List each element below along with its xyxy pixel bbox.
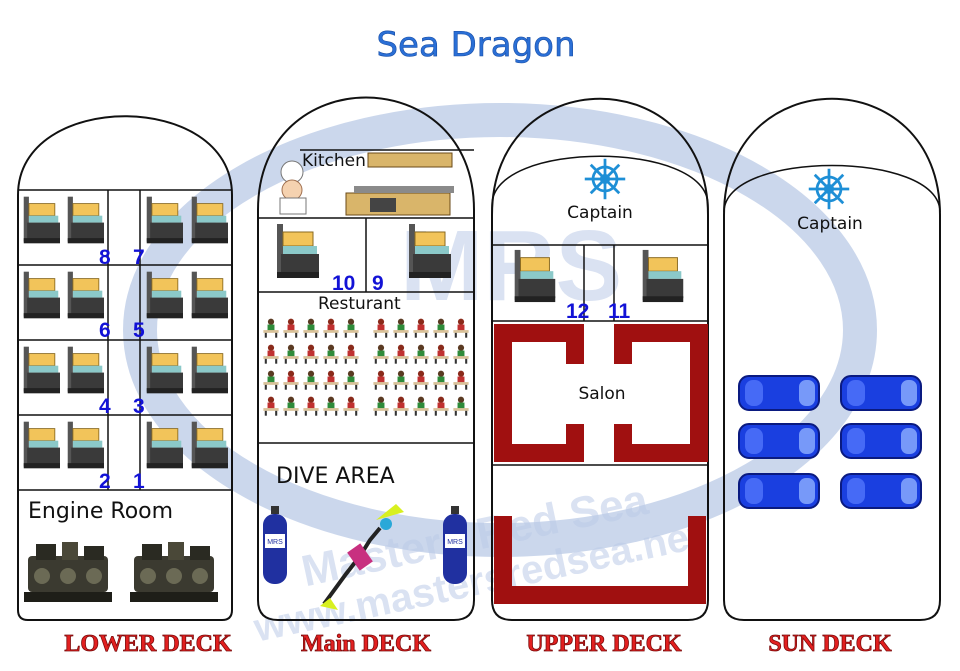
bed-icon: [276, 223, 320, 279]
diner-icon: [393, 344, 409, 364]
sunbed-icon: [839, 374, 923, 412]
diner-icon: [263, 370, 279, 390]
diner-icon: [373, 344, 389, 364]
kitchen-label: Kitchen: [302, 151, 366, 171]
diner-icon: [263, 318, 279, 338]
cabin-number-12: 12: [566, 300, 589, 323]
deck-label-main: Main DECK: [301, 631, 431, 657]
cabin-number-8: 8: [99, 246, 111, 269]
diner-icon: [283, 318, 299, 338]
diner-icon: [453, 396, 469, 416]
helm-icon: [807, 167, 851, 211]
diner-icon: [373, 396, 389, 416]
sun-deck: Captain SUN DECK: [723, 97, 941, 657]
diner-icon: [283, 344, 299, 364]
captain-label: Captain: [797, 214, 863, 234]
diner-icon: [453, 370, 469, 390]
cabin-number-5: 5: [133, 319, 145, 342]
lower-deck: 8 7 6 5 4 3 2 1 Engine Room LOWER DECK: [17, 115, 233, 657]
bed-icon: [513, 249, 557, 303]
diner-icon: [303, 370, 319, 390]
cabin-number-1: 1: [133, 470, 145, 493]
engine-icon: [24, 542, 112, 602]
diner-icon: [303, 396, 319, 416]
helm-icon: [583, 157, 627, 201]
cabin-number-10: 10: [332, 272, 355, 295]
diner-icon: [433, 370, 449, 390]
sunbed-icon: [737, 472, 821, 510]
sunbed-icon: [737, 374, 821, 412]
diner-icon: [283, 396, 299, 416]
diver-icon: [320, 504, 404, 610]
sunbed-icon: [839, 472, 923, 510]
cabin-number-9: 9: [372, 272, 384, 295]
diner-icon: [373, 318, 389, 338]
bed-icon: [641, 249, 685, 303]
diner-icon: [263, 344, 279, 364]
restaurant-label: Resturant: [318, 294, 401, 314]
deck-label-lower: LOWER DECK: [64, 631, 232, 657]
cabin-number-2: 2: [99, 470, 111, 493]
main-deck: Kitchen 10 9 Resturant DIVE AREA Main DE…: [257, 96, 475, 657]
salon-label: Salon: [578, 384, 625, 404]
diner-icon: [343, 396, 359, 416]
diner-icon: [413, 370, 429, 390]
dive-tank-icon: [263, 506, 287, 584]
deck-label-sun: SUN DECK: [768, 631, 892, 657]
diner-icon: [393, 370, 409, 390]
diner-icon: [303, 318, 319, 338]
diner-icon: [413, 344, 429, 364]
cabin-number-7: 7: [133, 246, 145, 269]
diner-icon: [343, 344, 359, 364]
cabin-number-11: 11: [608, 300, 631, 323]
diner-icon: [323, 370, 339, 390]
diner-icon: [373, 370, 389, 390]
cabin-number-3: 3: [133, 395, 145, 418]
diner-icon: [343, 370, 359, 390]
deck-label-upper: UPPER DECK: [526, 631, 682, 657]
upper-deck: Captain 12 11 Salon UPPER DECK: [491, 97, 709, 657]
engine-room-label: Engine Room: [28, 499, 173, 524]
diner-icon: [453, 344, 469, 364]
sunbed-icon: [839, 422, 923, 460]
diner-icon: [303, 344, 319, 364]
page-title: Sea Dragon: [376, 25, 575, 65]
diner-icon: [263, 396, 279, 416]
diner-icon: [343, 318, 359, 338]
restaurant-tables: [263, 318, 469, 416]
diner-icon: [413, 396, 429, 416]
diner-icon: [433, 396, 449, 416]
diner-icon: [323, 396, 339, 416]
cabin-number-6: 6: [99, 319, 111, 342]
dive-area-label: DIVE AREA: [276, 464, 395, 489]
diner-icon: [283, 370, 299, 390]
sunbed-icon: [737, 422, 821, 460]
chef-icon: [279, 160, 307, 215]
diner-icon: [323, 318, 339, 338]
captain-label: Captain: [567, 203, 633, 223]
engine-icon: [130, 542, 218, 602]
bed-icon: [408, 223, 452, 279]
dive-tank-icon: [443, 506, 467, 584]
cabin-number-4: 4: [99, 395, 111, 418]
diner-icon: [433, 344, 449, 364]
salon-walls: [494, 324, 708, 604]
diner-icon: [323, 344, 339, 364]
diner-icon: [393, 396, 409, 416]
kitchen-counter-icon: [345, 152, 454, 216]
